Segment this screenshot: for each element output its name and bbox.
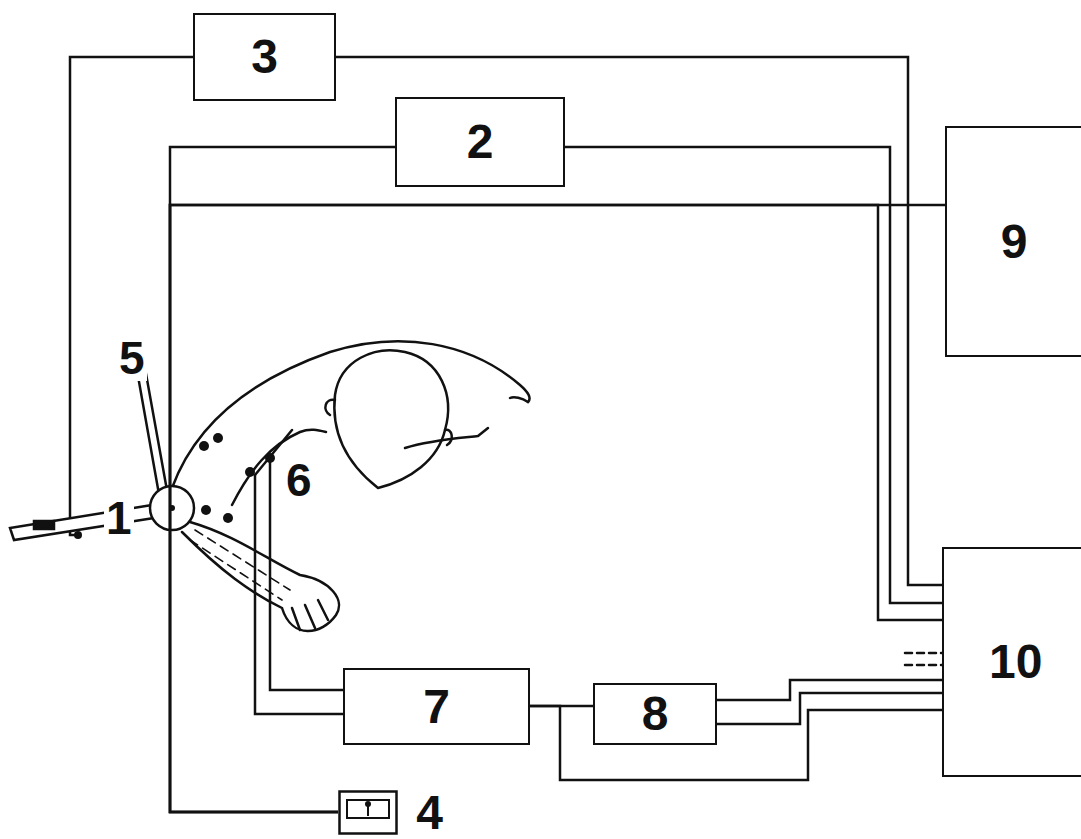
- recorder-box: 10: [942, 547, 1081, 777]
- bone: [190, 530, 290, 600]
- electrode: [223, 513, 233, 523]
- head: [334, 350, 448, 488]
- body-outline: [172, 341, 530, 488]
- wire: [530, 706, 942, 780]
- spare-input: [905, 653, 942, 665]
- ear: [445, 430, 452, 445]
- fingers: [292, 600, 328, 630]
- wire: [70, 57, 193, 535]
- forearm: [182, 522, 339, 631]
- amplifier-box: 3: [193, 13, 336, 101]
- body-outline: [405, 428, 488, 448]
- node-number: 4: [416, 789, 443, 837]
- node-number: 10: [989, 638, 1042, 686]
- integrator-box: 8: [593, 683, 717, 745]
- callout-number: 1: [104, 495, 134, 541]
- body-outline: [232, 430, 326, 505]
- wire-dot: [74, 531, 82, 539]
- callout-number: 6: [284, 457, 314, 503]
- node-number: 3: [251, 33, 278, 81]
- electrode: [245, 467, 255, 477]
- electrode: [201, 505, 211, 515]
- electrode: [213, 433, 223, 443]
- wire: [565, 147, 942, 603]
- electrode: [265, 453, 275, 463]
- meter-symbol: [338, 790, 398, 835]
- wire: [717, 680, 942, 700]
- node-number: 8: [642, 690, 669, 738]
- wire: [717, 693, 942, 724]
- node-number: 2: [467, 118, 494, 166]
- wire: [336, 57, 942, 585]
- wire: [170, 205, 945, 812]
- goniometer-hinge: [150, 486, 194, 530]
- amplifier-box: 2: [395, 97, 565, 187]
- node-number: 7: [423, 683, 450, 731]
- node-number: 9: [1001, 218, 1028, 266]
- wire: [170, 205, 942, 812]
- meter: 4: [338, 790, 443, 835]
- callout-number: 5: [117, 335, 147, 381]
- emg-amplifier-box: 7: [343, 668, 530, 745]
- body-outline: [510, 397, 528, 402]
- electrode: [199, 441, 209, 451]
- recorder-box: 9: [945, 126, 1081, 357]
- electrode-wire: [255, 475, 343, 714]
- electrode-wire: [270, 458, 343, 690]
- ear: [325, 400, 335, 415]
- goniometer-mark: [34, 521, 54, 529]
